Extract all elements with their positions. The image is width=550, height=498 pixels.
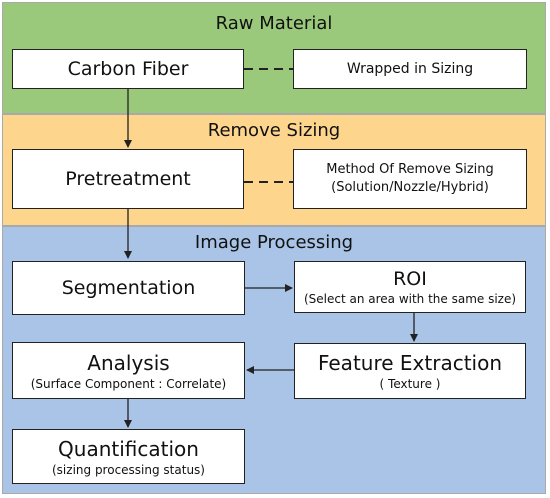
quantification-box: Quantification (sizing processing status… bbox=[12, 429, 245, 484]
wrapped-in-sizing-box: Wrapped in Sizing bbox=[293, 49, 527, 89]
analysis-note: (Surface Component : Correlate) bbox=[30, 376, 227, 391]
analysis-box: Analysis (Surface Component : Correlate) bbox=[12, 342, 245, 399]
analysis-label: Analysis bbox=[87, 350, 170, 375]
method-line-1: Method Of Remove Sizing bbox=[326, 162, 494, 177]
quantification-label: Quantification bbox=[58, 436, 199, 461]
feature-extraction-box: Feature Extraction ( Texture ) bbox=[294, 343, 526, 399]
roi-note: (Select an area with the same size) bbox=[303, 291, 517, 306]
segmentation-box: Segmentation bbox=[12, 261, 245, 315]
raw-material-title: Raw Material bbox=[215, 13, 333, 34]
carbon-fiber-label: Carbon Fiber bbox=[67, 57, 189, 80]
remove-sizing-title: Remove Sizing bbox=[207, 120, 341, 141]
roi-label: ROI bbox=[393, 267, 427, 290]
carbon-fiber-box: Carbon Fiber bbox=[12, 49, 244, 89]
feature-extraction-label: Feature Extraction bbox=[317, 351, 503, 375]
image-processing-title: Image Processing bbox=[194, 232, 354, 253]
pretreatment-box: Pretreatment bbox=[12, 149, 244, 209]
roi-box: ROI (Select an area with the same size) bbox=[294, 261, 526, 313]
method-line-2: (Solution/Nozzle/Hybrid) bbox=[331, 180, 489, 195]
quantification-note: (sizing processing status) bbox=[52, 462, 205, 477]
wrapped-in-sizing-label: Wrapped in Sizing bbox=[346, 61, 474, 77]
segmentation-label: Segmentation bbox=[61, 276, 196, 299]
pretreatment-label: Pretreatment bbox=[65, 167, 191, 190]
remove-sizing-method-box: Method Of Remove Sizing (Solution/Nozzle… bbox=[293, 149, 527, 209]
feature-extraction-note: ( Texture ) bbox=[379, 377, 441, 391]
